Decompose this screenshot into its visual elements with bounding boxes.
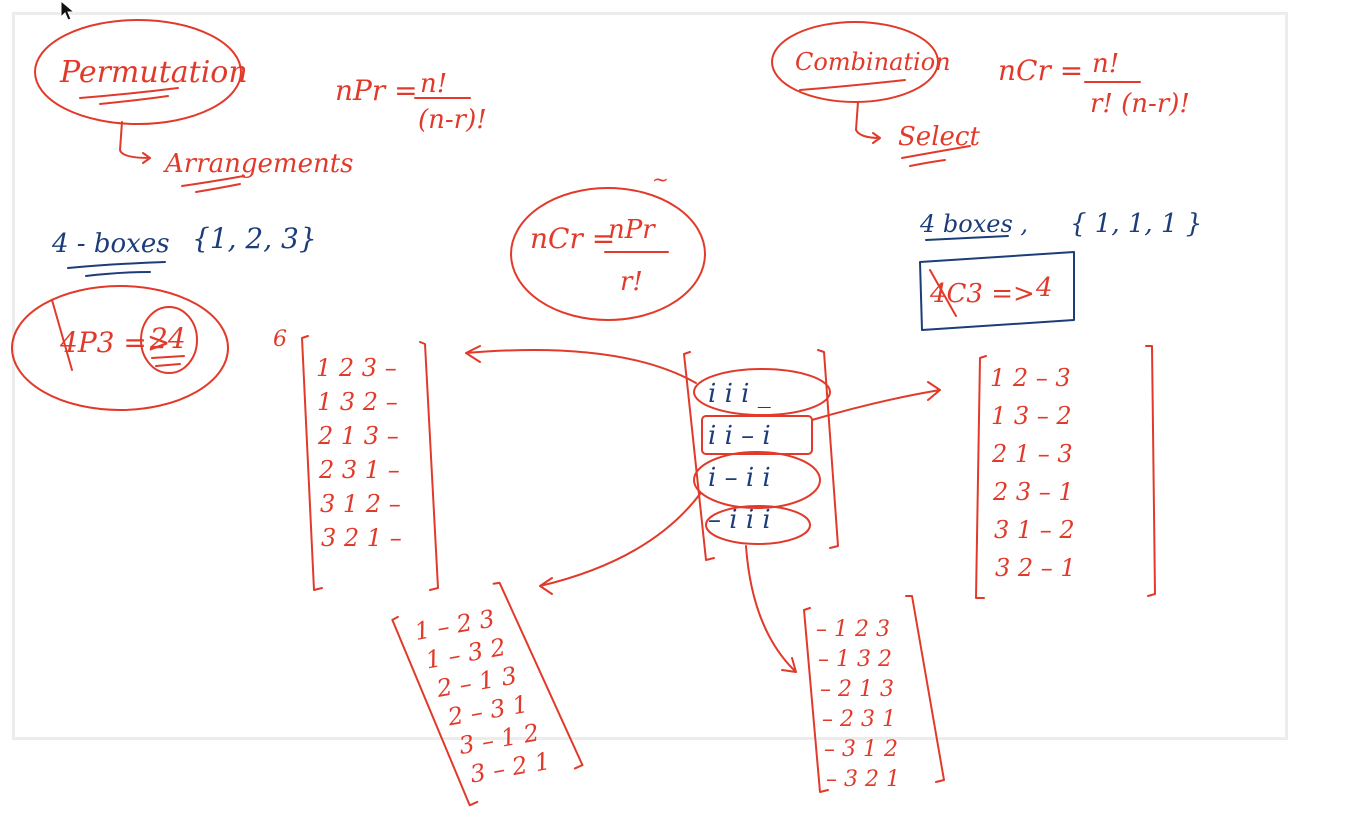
relation-mark: ~: [652, 167, 669, 191]
whiteboard-canvas[interactable]: [12, 12, 1288, 740]
bottom-right-bracket-left: [803, 607, 829, 793]
center-bracket-left: [683, 351, 715, 561]
left-result-expression: 4P3 =>: [59, 326, 170, 359]
pattern-3-highlight: [693, 451, 821, 509]
combination-arrow: [855, 101, 881, 144]
right-boxes-label: 4 boxes ,: [919, 210, 1028, 238]
bottom-right-arrangement-item: – 3 2 1: [826, 767, 900, 792]
center-pattern-item: – i i i: [708, 505, 771, 535]
left-arrangement-item: 2 1 3 –: [317, 422, 399, 450]
permutation-title-circle: [34, 19, 242, 125]
right-strike-mark: [929, 269, 957, 317]
left-boxes-underline: [67, 261, 166, 277]
left-arrangement-item: 1 3 2 –: [317, 388, 398, 416]
combination-title: Combination: [795, 48, 951, 76]
arrow-to-bottom-right-list: [745, 545, 797, 673]
combination-formula-numerator: n!: [1092, 49, 1119, 79]
bottom-left-arrangement-list: 1 – 2 31 – 3 22 – 1 32 – 3 13 – 1 23 – 2…: [412, 604, 552, 788]
left-strike-mark: [51, 299, 73, 371]
right-result-value: 4: [1035, 273, 1053, 303]
right-result-expression: 4C3 =>: [929, 279, 1035, 309]
bottom-left-bracket-left: [391, 615, 479, 807]
relation-circle: [510, 187, 706, 321]
left-result-value-underline: [151, 355, 185, 367]
bottom-right-arrangement-item: – 2 3 1: [822, 707, 896, 732]
left-result-circle: [11, 285, 229, 411]
arrow-to-right-list: [811, 381, 941, 421]
permutation-meaning: Arrangements: [163, 149, 354, 179]
left-arrangement-list: 1 2 3 – 1 3 2 – 2 1 3 – 2 3 1 – 3 1 2 – 3 2 1…: [316, 354, 402, 552]
left-arrangement-item: 2 3 1 –: [318, 456, 400, 484]
permutation-formula-lhs: nPr =: [335, 74, 418, 107]
right-list-bracket-right: [1145, 345, 1156, 597]
right-boxes-underline: [925, 235, 1009, 241]
right-result-box: [919, 251, 1075, 331]
center-bracket-right: [817, 349, 839, 549]
arrow-to-left-list: [465, 345, 697, 384]
arrangements-underline: [181, 175, 245, 193]
left-boxes-label: 4 - boxes: [51, 229, 170, 259]
bottom-right-bracket-right: [905, 595, 945, 783]
select-underline: [901, 145, 971, 167]
pattern-2-highlight: [701, 415, 813, 455]
permutation-formula-denominator: (n-r)!: [418, 105, 487, 135]
permutation-arrow: [119, 121, 151, 164]
center-pattern-item: i – i i: [708, 463, 771, 493]
arrow-to-bottom-left-list: [539, 493, 701, 595]
bottom-right-arrangement-item: – 3 1 2: [824, 737, 898, 762]
right-arrangement-item: 1 2 – 3: [990, 364, 1071, 392]
left-set-label: {1, 2, 3}: [192, 222, 317, 255]
right-arrangement-item: 1 3 – 2: [991, 402, 1072, 430]
right-arrangement-list: 1 2 – 3 1 3 – 2 2 1 – 3 2 3 – 1 3 1 – 2 3 2 –…: [990, 364, 1076, 582]
relation-numerator: nPr: [608, 215, 656, 245]
left-arrangement-item: 3 2 1 –: [321, 524, 402, 552]
center-pattern-item: i i i _: [708, 379, 771, 409]
right-set-label: { 1, 1, 1 }: [1070, 209, 1202, 239]
right-arrangement-item: 2 3 – 1: [992, 478, 1074, 506]
permutation-formula-numerator: n!: [420, 69, 447, 99]
combination-meaning: Select: [898, 122, 980, 152]
pattern-4-highlight: [705, 505, 811, 545]
right-arrangement-item: 3 1 – 2: [994, 516, 1075, 544]
left-arrangement-item: 1 2 3 –: [316, 354, 397, 382]
mouse-pointer-icon: [60, 0, 76, 21]
bottom-right-arrangement-item: – 1 2 3: [816, 617, 890, 642]
right-arrangement-item: 3 2 – 1: [995, 554, 1076, 582]
bottom-left-bracket-right: [492, 581, 584, 770]
left-result-value-circle: [140, 306, 198, 374]
left-count-label: 6: [273, 327, 287, 352]
combination-formula-denominator: r! (n-r)!: [1090, 89, 1190, 119]
relation-denominator: r!: [620, 267, 643, 297]
combination-formula-lhs: nCr =: [998, 54, 1083, 87]
right-list-bracket-left: [975, 355, 987, 599]
permutation-underline: [79, 87, 179, 105]
left-arrangement-item: 3 1 2 –: [320, 490, 401, 518]
bottom-right-arrangement-item: – 2 1 3: [820, 677, 894, 702]
combination-underline: [799, 79, 906, 91]
bottom-right-arrangement-item: – 1 3 2: [818, 647, 892, 672]
combination-title-circle: [771, 21, 939, 103]
left-list-bracket-right: [419, 341, 439, 591]
left-list-bracket-left: [301, 335, 323, 591]
relation-lhs: nCr =: [530, 222, 615, 255]
bottom-right-arrangement-list: – 1 2 3 – 1 3 2 – 2 1 3 – 2 3 1 – 3 1 2 – 3 2…: [816, 617, 900, 792]
center-pattern-item: i i – i: [708, 421, 771, 451]
right-arrangement-item: 2 1 – 3: [991, 440, 1073, 468]
center-pattern-list: i i i _i i – i i – i i – i i i: [708, 379, 771, 535]
left-result-value: 24: [149, 322, 186, 355]
permutation-title: Permutation: [59, 55, 248, 90]
